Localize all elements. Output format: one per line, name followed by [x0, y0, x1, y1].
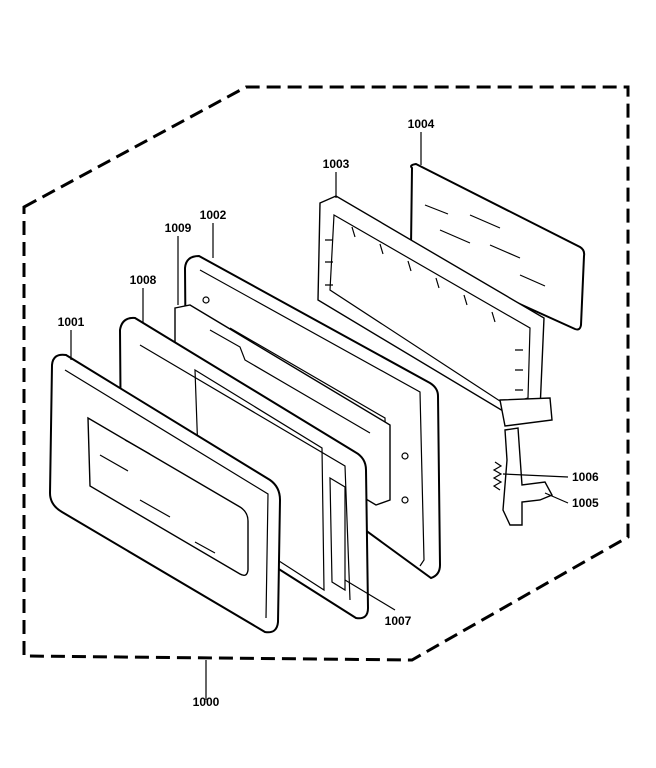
latch-lever — [502, 427, 553, 526]
part-label-1009: 1009 — [165, 221, 192, 235]
assembly-boundary — [22, 85, 630, 662]
latch-spring — [492, 461, 503, 491]
part-label-1004: 1004 — [408, 117, 435, 131]
part-label-1008: 1008 — [130, 273, 157, 287]
part-label-1000: 1000 — [193, 695, 220, 709]
door-frame — [48, 353, 282, 634]
part-label-1002: 1002 — [200, 208, 227, 222]
part-label-1006: 1006 — [572, 470, 599, 484]
part-label-1007: 1007 — [385, 614, 412, 628]
leader-lines — [70, 132, 569, 700]
part-label-1001: 1001 — [58, 315, 85, 329]
part-label-1003: 1003 — [323, 157, 350, 171]
part-label-1005: 1005 — [572, 496, 599, 510]
